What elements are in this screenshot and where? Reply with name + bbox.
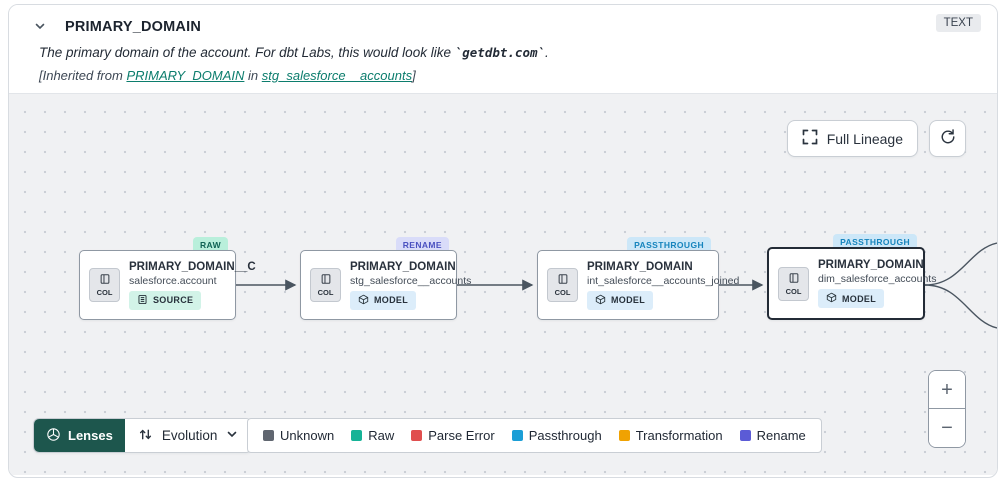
column-chip: COL — [89, 268, 120, 302]
lenses-icon — [46, 427, 61, 445]
legend-item: Transformation — [618, 428, 723, 443]
node-kind-pill: MODEL — [587, 290, 653, 310]
column-lineage-panel: PRIMARY_DOMAIN TEXT The primary domain o… — [8, 4, 998, 478]
refresh-icon — [939, 128, 957, 149]
lineage-node-dim-selected[interactable]: PASSTHROUGH COL PRIMARY_DOMAIN dim_sales… — [767, 234, 936, 320]
legend-swatch — [351, 430, 363, 441]
column-chip: COL — [547, 268, 578, 302]
column-chip: COL — [310, 268, 341, 302]
zoom-out-button[interactable]: − — [929, 409, 965, 447]
collapse-toggle-button[interactable] — [29, 16, 51, 38]
column-title: PRIMARY_DOMAIN — [65, 19, 201, 35]
legend-item: Unknown — [263, 428, 334, 443]
zoom-controls: + − — [928, 370, 966, 448]
node-column-name: PRIMARY_DOMAIN — [818, 259, 924, 271]
legend-item: Parse Error — [411, 428, 495, 443]
legend-item: Raw — [351, 428, 394, 443]
data-type-badge: TEXT — [935, 14, 981, 32]
inherited-from-note: [Inherited from PRIMARY_DOMAIN in stg_sa… — [39, 68, 416, 83]
node-table-name: salesforce.account — [129, 274, 217, 287]
legend-swatch — [411, 430, 423, 441]
lineage-legend: Unknown Raw Parse Error Passthrough Tran… — [247, 418, 822, 453]
expand-icon — [802, 129, 818, 148]
legend-item: Passthrough — [511, 428, 602, 443]
lineage-node-source[interactable]: RAW COL PRIMARY_DOMAIN__C salesforce.acc… — [79, 237, 256, 320]
inline-code: `getdbt.com` — [454, 45, 546, 60]
legend-swatch — [511, 430, 523, 441]
evolution-icon — [138, 427, 153, 445]
model-icon — [595, 294, 606, 307]
column-description: The primary domain of the account. For d… — [39, 45, 549, 60]
lens-select-dropdown[interactable]: Evolution — [124, 419, 252, 452]
node-table-name: int_salesforce__accounts_joined — [587, 274, 740, 287]
node-kind-pill: MODEL — [818, 289, 884, 308]
column-chip: COL — [778, 266, 809, 301]
model-icon — [826, 292, 837, 305]
column-icon — [788, 272, 800, 286]
node-table-name: stg_salesforce__accounts — [350, 274, 472, 287]
node-column-name: PRIMARY_DOMAIN — [587, 260, 693, 273]
legend-swatch — [739, 430, 751, 441]
legend-swatch — [263, 430, 274, 441]
lineage-node-staging[interactable]: RENAME COL PRIMARY_DOMAIN stg_salesforce… — [300, 237, 471, 320]
lens-controls: Lenses Evolution — [33, 418, 253, 453]
node-kind-pill: SOURCE — [129, 290, 202, 310]
model-icon — [358, 294, 369, 307]
node-kind-pill: MODEL — [350, 290, 416, 310]
full-lineage-button[interactable]: Full Lineage — [786, 120, 918, 157]
inherited-column-link[interactable]: PRIMARY_DOMAIN — [126, 68, 245, 83]
chevron-down-icon — [34, 20, 46, 35]
node-column-name: PRIMARY_DOMAIN__C — [129, 260, 256, 273]
column-header: PRIMARY_DOMAIN TEXT The primary domain o… — [9, 5, 997, 93]
legend-swatch — [618, 430, 630, 441]
lineage-canvas[interactable]: Full Lineage RAW COL PRIMARY_DOMAIN__C s… — [9, 93, 997, 475]
legend-item: Rename — [739, 428, 806, 443]
lenses-button[interactable]: Lenses — [34, 419, 125, 452]
column-icon — [320, 273, 332, 287]
inherited-model-link[interactable]: stg_salesforce__accounts — [261, 68, 413, 83]
refresh-button[interactable] — [929, 120, 966, 157]
zoom-in-button[interactable]: + — [929, 371, 965, 409]
node-table-name: dim_salesforce_accounts — [818, 273, 937, 285]
chevron-down-icon — [226, 428, 238, 443]
node-column-name: PRIMARY_DOMAIN — [350, 260, 456, 273]
column-icon — [557, 273, 569, 287]
source-icon — [137, 294, 148, 307]
lineage-node-intermediate[interactable]: PASSTHROUGH COL PRIMARY_DOMAIN int_sales… — [537, 237, 739, 320]
column-icon — [99, 273, 111, 287]
